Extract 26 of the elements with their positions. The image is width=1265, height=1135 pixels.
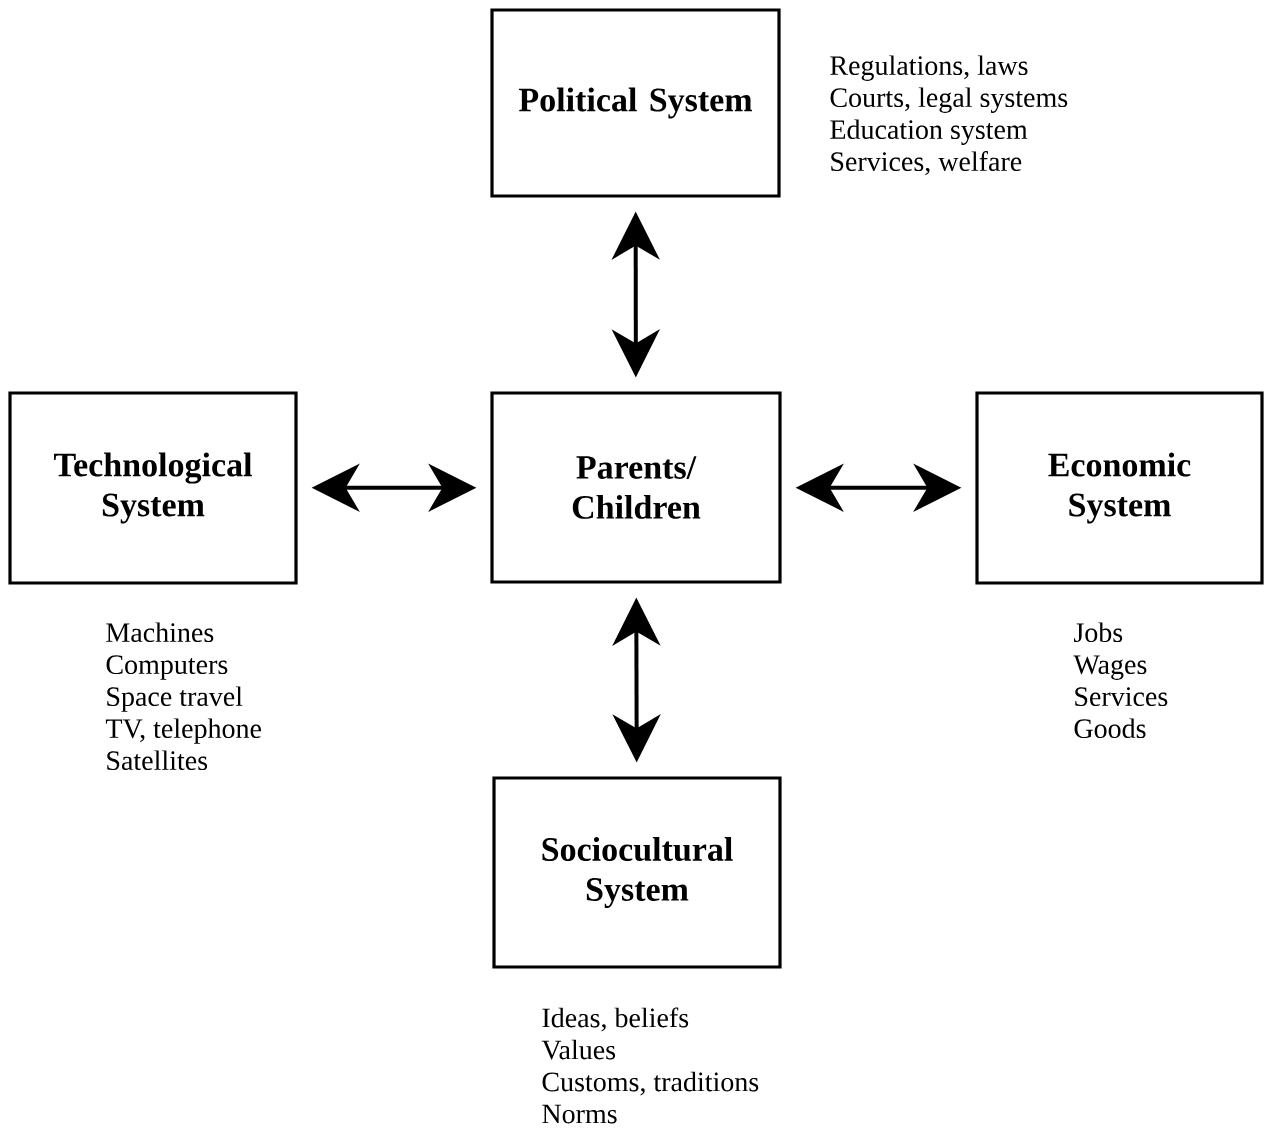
node-label: Space travel xyxy=(107,686,243,712)
node-label: Satellites xyxy=(107,750,208,771)
node-label: Jobs xyxy=(1074,622,1123,643)
item-list: Jobs Wages Services Goods xyxy=(1073,622,1168,739)
node-label: Regulations, laws xyxy=(830,55,1028,81)
node-label: Norms xyxy=(542,1104,617,1124)
node-label: Services, welfare xyxy=(831,151,1022,176)
item-list: Regulations, laws Courts, legal systems Education system Services, welfare xyxy=(830,55,1068,176)
node-label: Services xyxy=(1075,687,1168,707)
system-box: Parents/ Children xyxy=(490,391,782,584)
system-box: Political System xyxy=(490,8,781,198)
system-box: Economic System xyxy=(975,391,1264,585)
node-label: Ideas, beliefs xyxy=(542,1007,689,1032)
item-list: Ideas, beliefs Values Customs, traditions Norms xyxy=(541,1007,759,1124)
system-box: Technological System xyxy=(8,391,298,585)
item-list: Machines Computers Space travel TV, telephone Satellites xyxy=(105,622,261,771)
node-label: Courts, legal systems xyxy=(830,87,1068,113)
system-box: Sociocultural System xyxy=(492,776,782,969)
node-label: Computers xyxy=(106,655,228,680)
node-label: Education system xyxy=(830,119,1028,145)
node-label: Machines xyxy=(106,622,214,643)
node-label: Wages xyxy=(1073,655,1147,680)
node-label: TV, telephone xyxy=(105,718,261,744)
node-label: Goods xyxy=(1074,718,1146,739)
node-label: Customs, traditions xyxy=(542,1071,759,1096)
node-label: Values xyxy=(541,1039,616,1060)
